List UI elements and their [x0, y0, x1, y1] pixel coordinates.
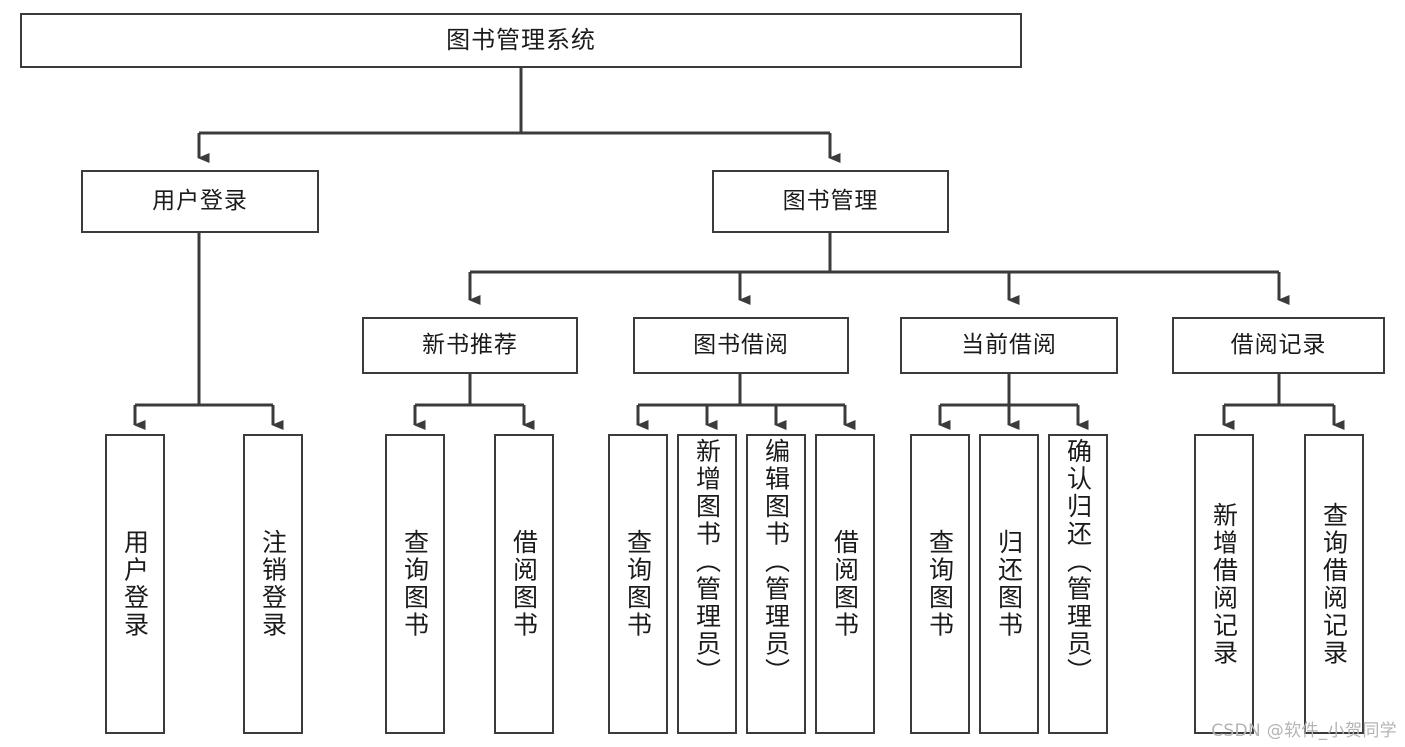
node-label: 借阅记录	[1230, 331, 1327, 358]
node-label: 编辑图书（管理员）	[761, 438, 791, 686]
node-leaf-confirm-return[interactable]: 确认归还（管理员）	[1048, 434, 1108, 734]
node-label: 借阅图书	[509, 529, 539, 639]
node-label: 注销登录	[258, 529, 288, 639]
node-label: 图书管理	[782, 187, 879, 214]
node-current-borrow[interactable]: 当前借阅	[900, 317, 1118, 374]
node-label: 确认归还（管理员）	[1063, 438, 1093, 686]
node-leaf-query-book-2[interactable]: 查询图书	[608, 434, 668, 734]
node-leaf-query-book-3[interactable]: 查询图书	[910, 434, 970, 734]
node-label: 用户登录	[152, 187, 248, 214]
node-label: 新增图书（管理员）	[692, 438, 722, 686]
node-label: 用户登录	[120, 529, 150, 639]
node-label: 借阅图书	[830, 529, 860, 639]
node-label: 查询图书	[400, 529, 430, 639]
node-leaf-add-record[interactable]: 新增借阅记录	[1194, 434, 1254, 734]
node-leaf-borrow-book-2[interactable]: 借阅图书	[815, 434, 875, 734]
node-borrow-record[interactable]: 借阅记录	[1172, 317, 1385, 374]
node-label: 新书推荐	[422, 331, 518, 358]
node-label: 查询图书	[623, 529, 653, 639]
node-book-borrow[interactable]: 图书借阅	[633, 317, 849, 374]
node-leaf-borrow-book-1[interactable]: 借阅图书	[494, 434, 554, 734]
node-user-login[interactable]: 用户登录	[81, 170, 319, 233]
node-leaf-add-book[interactable]: 新增图书（管理员）	[677, 434, 737, 734]
node-leaf-logout[interactable]: 注销登录	[243, 434, 303, 734]
node-book-manage[interactable]: 图书管理	[712, 170, 949, 233]
node-label: 当前借阅	[961, 331, 1057, 358]
node-label: 图书管理系统	[446, 26, 596, 55]
node-label: 查询图书	[925, 529, 955, 639]
node-label: 查询借阅记录	[1319, 501, 1349, 667]
node-leaf-query-record[interactable]: 查询借阅记录	[1304, 434, 1364, 734]
node-leaf-query-book-1[interactable]: 查询图书	[385, 434, 445, 734]
node-root-system[interactable]: 图书管理系统	[20, 13, 1022, 68]
node-leaf-return-book[interactable]: 归还图书	[979, 434, 1039, 734]
node-label: 图书借阅	[693, 331, 789, 358]
node-new-book-recommend[interactable]: 新书推荐	[362, 317, 578, 374]
node-leaf-edit-book[interactable]: 编辑图书（管理员）	[746, 434, 806, 734]
csdn-watermark: CSDN @软件_小贺同学	[1211, 721, 1397, 741]
node-label: 归还图书	[994, 529, 1024, 639]
node-leaf-user-login[interactable]: 用户登录	[105, 434, 165, 734]
node-label: 新增借阅记录	[1209, 501, 1239, 667]
